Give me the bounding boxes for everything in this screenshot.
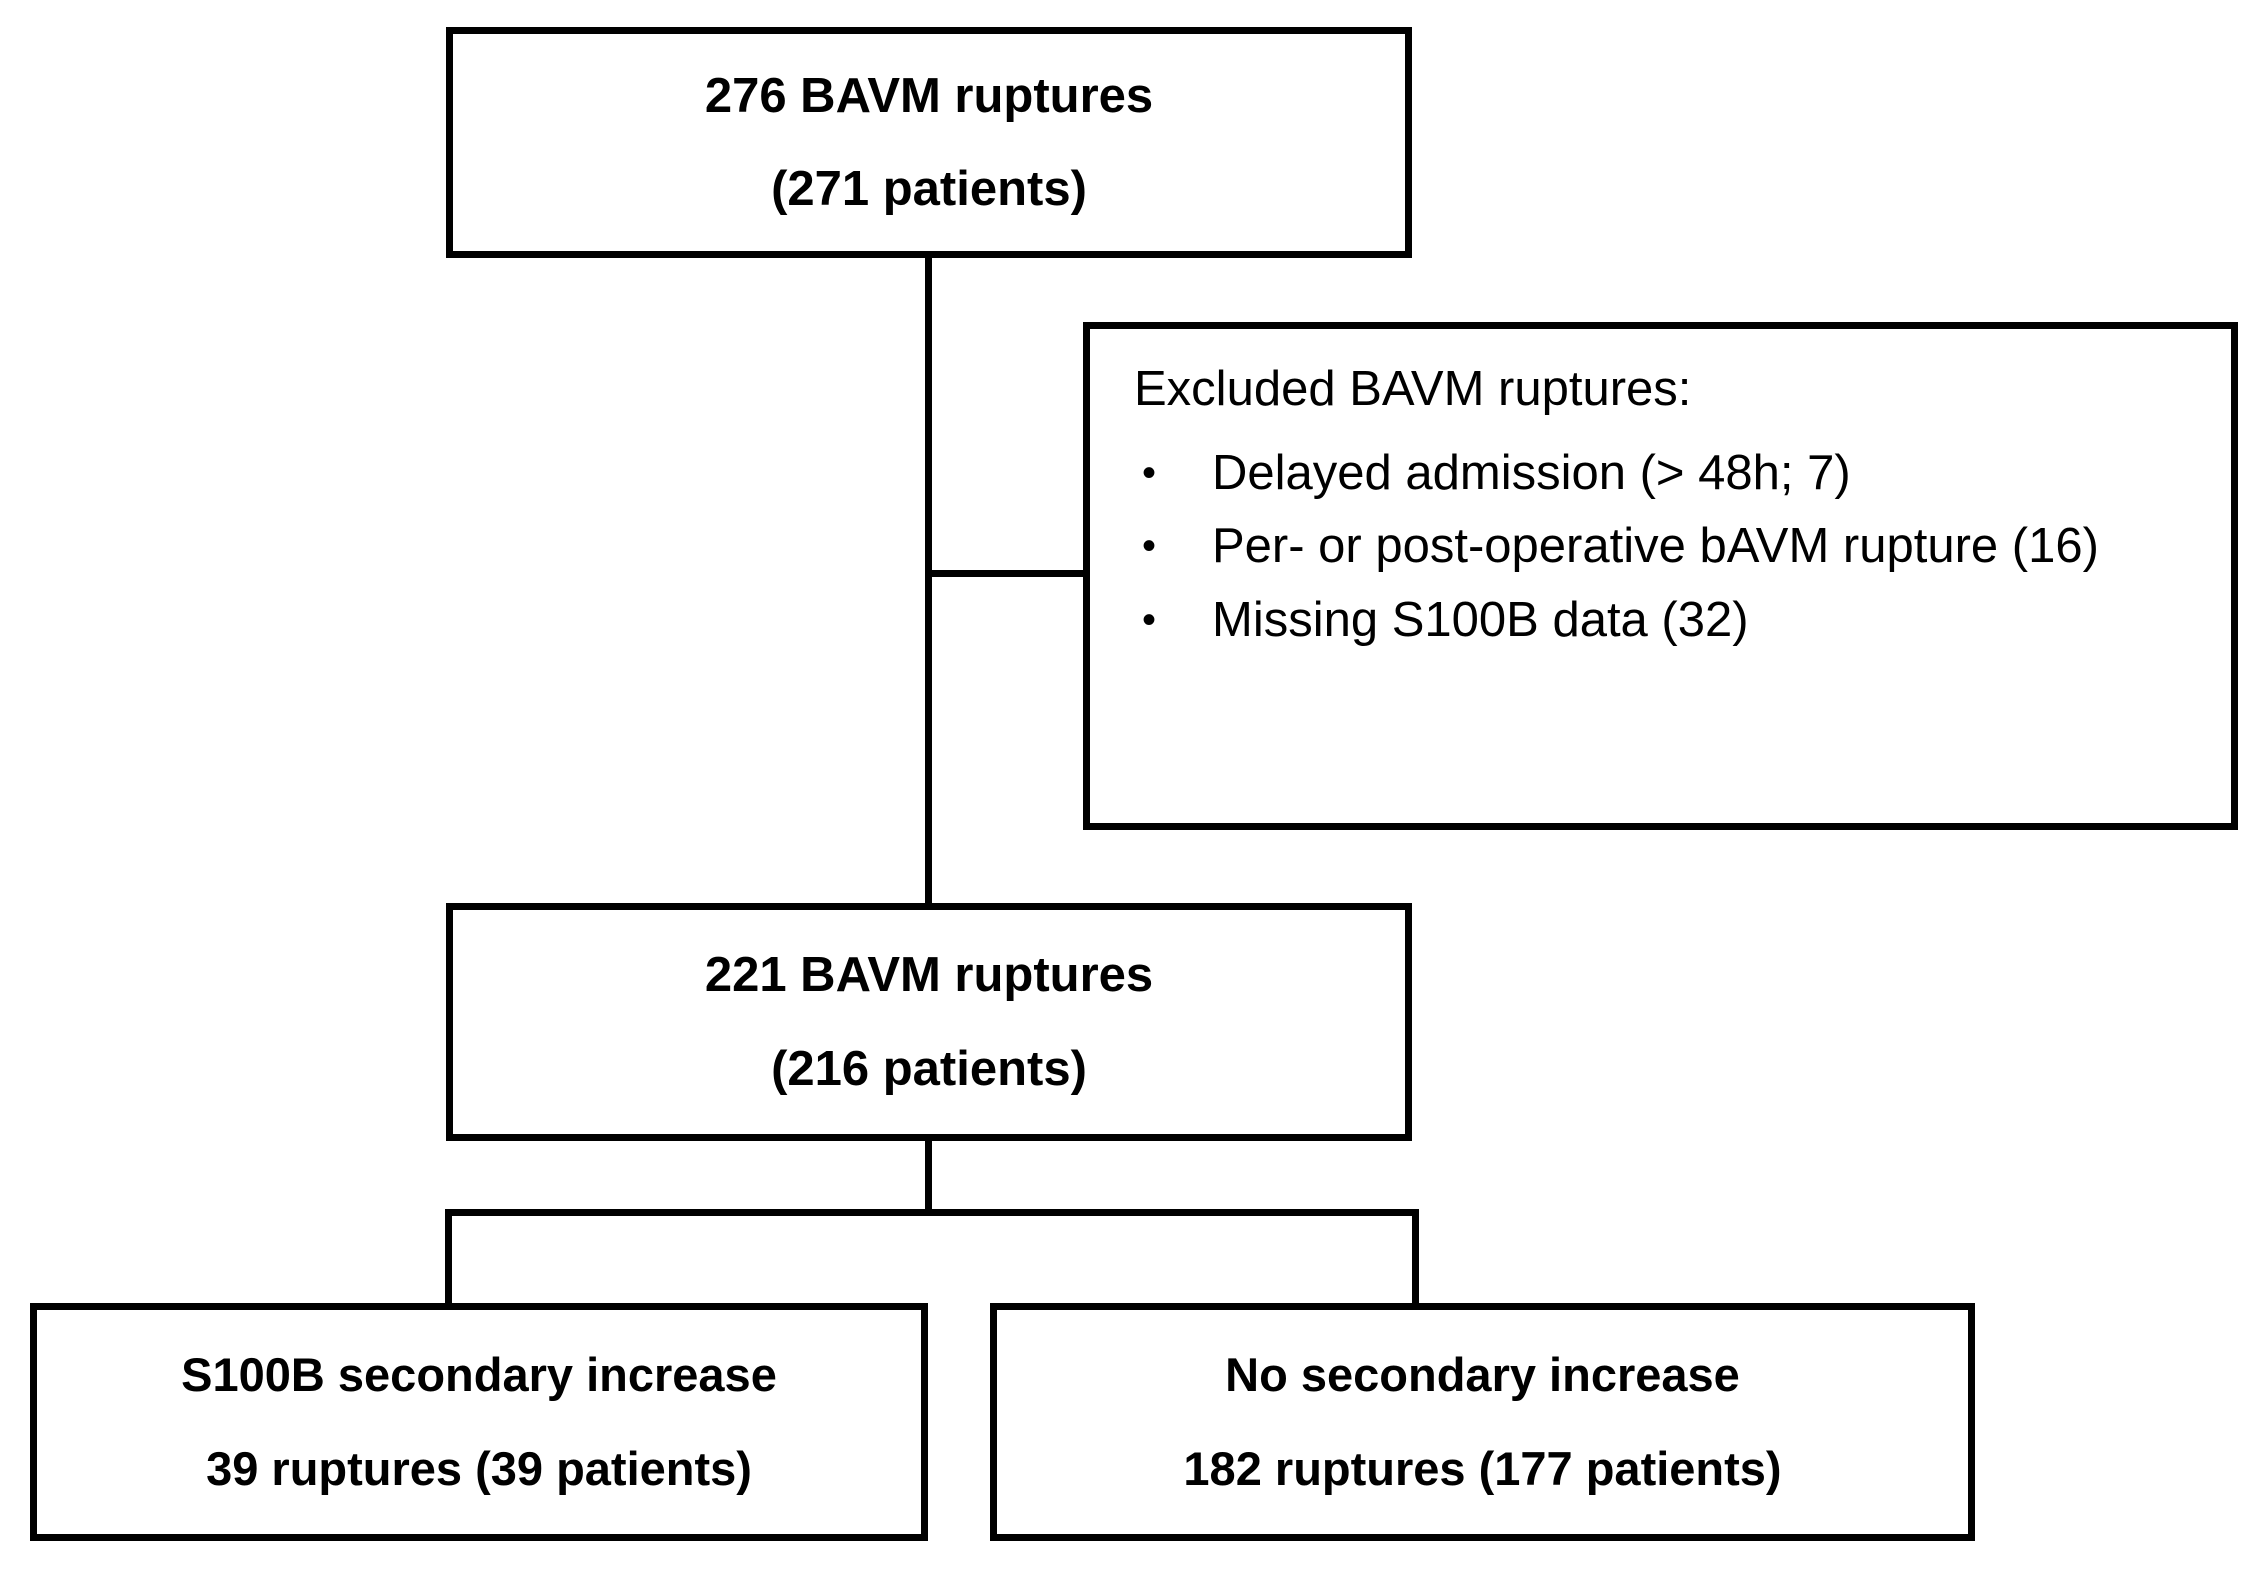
node-excluded-item-label: Missing S100B data (32) [1212,592,1749,647]
node-excluded-item-label: Delayed admission (> 48h; 7) [1212,446,1851,500]
node-excluded-heading: Excluded BAVM ruptures: [1134,362,1692,416]
bullet-icon: • [1142,524,1157,569]
node-increase-line-1: S100B secondary increase [181,1347,777,1401]
list-item: • Missing S100B data (32) [1128,590,2207,651]
node-s100b-secondary-increase: S100B secondary increase 39 ruptures (39… [30,1303,928,1541]
connector-total-to-included [925,258,932,903]
node-no-increase-line-2: 182 ruptures (177 patients) [1183,1442,1782,1495]
list-item: • Delayed admission (> 48h; 7) [1128,443,2207,504]
connector-included-to-split [925,1141,932,1216]
node-no-secondary-increase: No secondary increase 182 ruptures (177 … [990,1303,1975,1541]
node-included-line-2: (216 patients) [771,1042,1087,1096]
bullet-icon: • [1142,597,1157,642]
node-total-ruptures: 276 BAVM ruptures (271 patients) [446,27,1412,258]
node-included-ruptures: 221 BAVM ruptures (216 patients) [446,903,1412,1141]
connector-drop-to-no-increase [1412,1209,1419,1305]
node-excluded-item-label: Per- or post-operative bAVM rupture (16) [1212,519,2099,574]
connector-split-bar [445,1209,1419,1216]
connector-branch-to-excluded [925,570,1083,577]
node-no-increase-line-1: No secondary increase [1225,1347,1740,1401]
list-item: • Per- or post-operative bAVM rupture (1… [1128,516,2207,577]
bullet-icon: • [1142,451,1157,495]
node-excluded-list: • Delayed admission (> 48h; 7) • Per- or… [1128,443,2207,663]
node-total-line-1: 276 BAVM ruptures [704,69,1154,124]
node-increase-line-2: 39 ruptures (39 patients) [206,1442,752,1495]
connector-drop-to-increase [445,1209,452,1305]
node-included-line-1: 221 BAVM ruptures [704,947,1154,1002]
node-total-line-2: (271 patients) [771,161,1087,216]
node-excluded-ruptures: Excluded BAVM ruptures: • Delayed admiss… [1083,322,2238,830]
